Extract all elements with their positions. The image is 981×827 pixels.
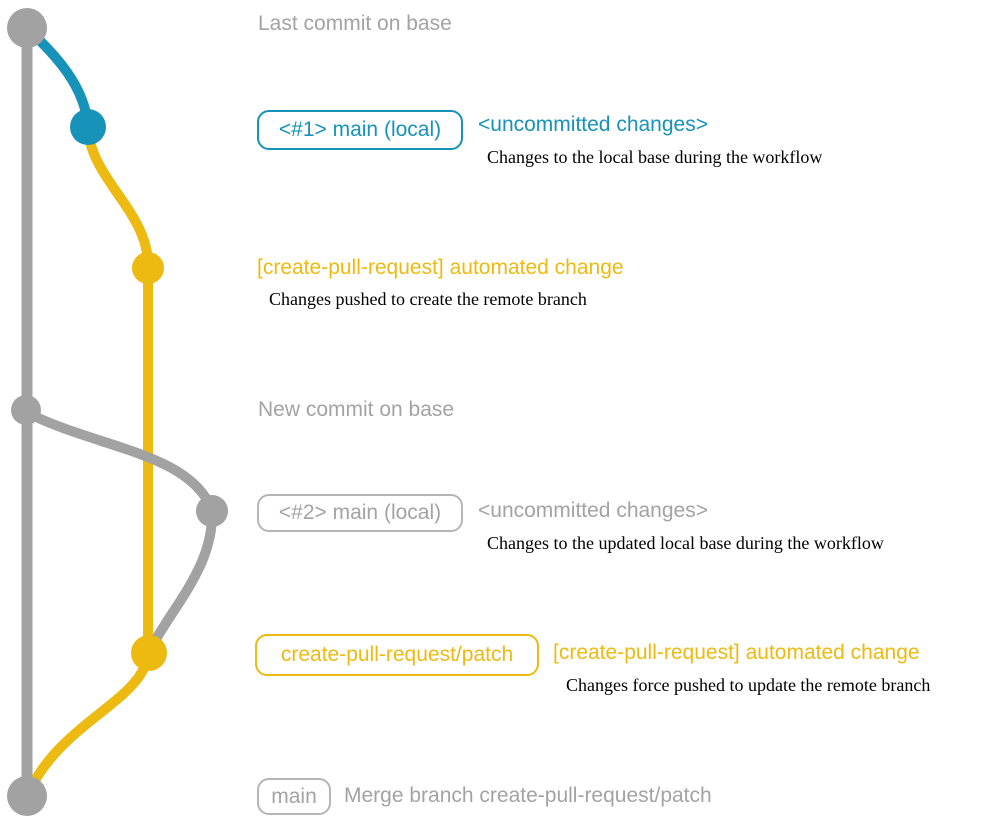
commit-desc-uncommitted-2: Changes to the updated local base during… bbox=[487, 533, 884, 553]
branch-badge-label: <#2> main (local) bbox=[278, 501, 442, 524]
commit-desc-uncommitted-1: Changes to the local base during the wor… bbox=[487, 147, 823, 167]
patch-branch-line bbox=[23, 122, 154, 799]
commit-desc-automated-1: Changes pushed to create the remote bran… bbox=[269, 289, 587, 309]
branch-badge-label: create-pull-request/patch bbox=[280, 643, 514, 666]
branch-badge-main-local-2: <#2> main (local) bbox=[257, 494, 463, 532]
commit-dot-merge bbox=[7, 776, 47, 816]
note-new-commit-on-base: New commit on base bbox=[258, 398, 455, 421]
commit-dot-local-main-2 bbox=[196, 495, 228, 527]
commit-dot-last-base bbox=[7, 8, 47, 48]
commit-dot-new-base bbox=[11, 395, 41, 425]
note-last-commit-on-base: Last commit on base bbox=[258, 12, 452, 35]
rebase-edge-2 bbox=[144, 505, 218, 656]
commit-title-uncommitted-2: <uncommitted changes> bbox=[478, 499, 708, 522]
commit-dot-automated-change-2 bbox=[131, 635, 167, 671]
branch-badge-label: <#1> main (local) bbox=[278, 118, 442, 141]
note-merge-branch: Merge branch create-pull-request/patch bbox=[344, 784, 712, 807]
commit-title-uncommitted-1: <uncommitted changes> bbox=[478, 113, 708, 136]
rebase-edge-1 bbox=[21, 407, 217, 515]
branch-badge-main-local-1: <#1> main (local) bbox=[257, 110, 463, 150]
branch-badge-create-pull-request-patch: create-pull-request/patch bbox=[255, 634, 539, 676]
branch-badge-label: main bbox=[271, 784, 317, 808]
branch-badge-main: main bbox=[257, 778, 331, 815]
commit-desc-automated-2: Changes force pushed to update the remot… bbox=[566, 675, 931, 695]
commit-dot-automated-change-1 bbox=[132, 252, 164, 284]
commit-title-automated-2: [create-pull-request] automated change bbox=[553, 641, 920, 664]
commit-dot-local-main-1 bbox=[70, 109, 106, 145]
commit-title-automated-1: [create-pull-request] automated change bbox=[257, 256, 624, 279]
